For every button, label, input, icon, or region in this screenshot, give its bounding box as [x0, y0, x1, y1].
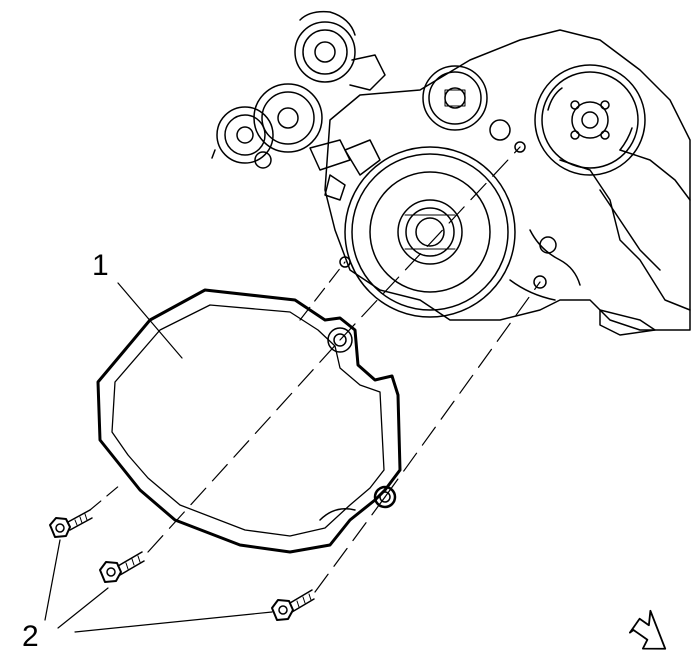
view-direction-arrow-icon — [628, 609, 667, 650]
callout-leaders — [44, 282, 273, 633]
engine-block — [324, 29, 691, 336]
leader-part-2a — [44, 539, 61, 621]
leader-part-2c — [74, 611, 273, 633]
water-pump-pulley — [534, 64, 646, 176]
bolt-left — [49, 509, 93, 538]
leader-part-2b — [57, 587, 109, 629]
callout-label-2: 2 — [22, 620, 39, 653]
leader-part-1 — [117, 282, 183, 359]
front-cover — [96, 288, 402, 554]
idler-pulley — [422, 65, 511, 141]
crankshaft-balancer — [344, 146, 516, 318]
bolt-bottom — [271, 589, 315, 621]
alignment-lines — [89, 146, 541, 593]
bolt-middle — [99, 551, 145, 583]
belt-tensioner-assembly — [211, 10, 386, 171]
mounting-holes — [339, 141, 557, 289]
callout-label-1: 1 — [92, 249, 109, 282]
